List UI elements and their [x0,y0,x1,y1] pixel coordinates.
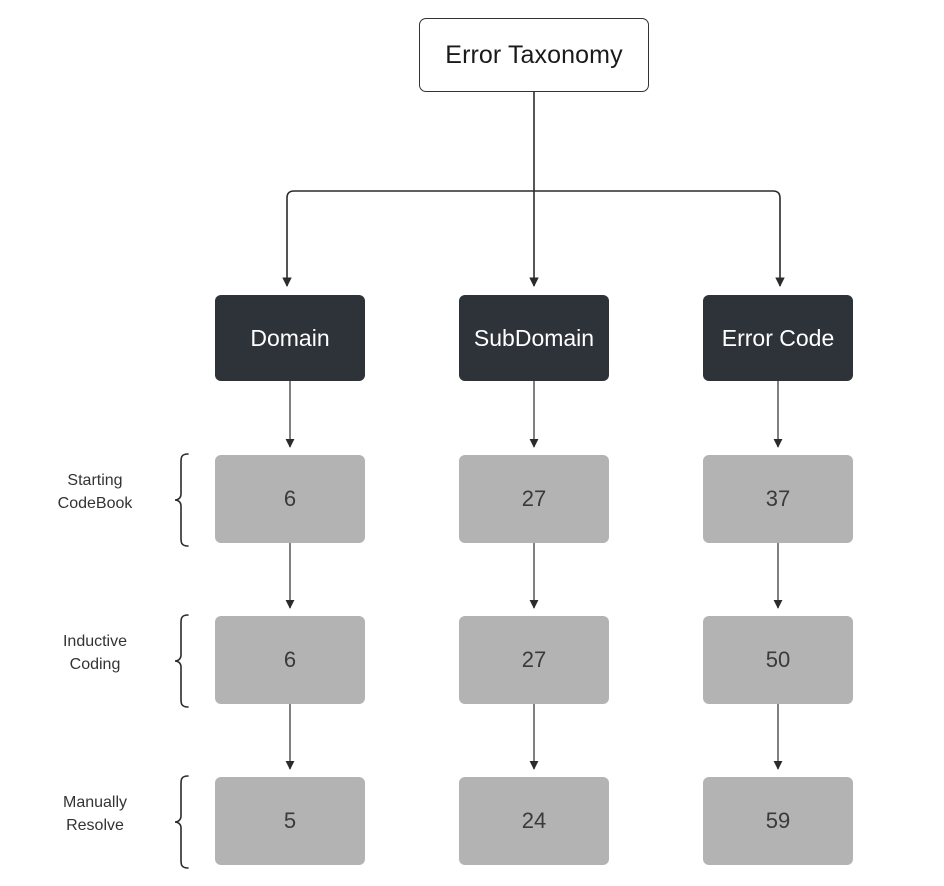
count-value: 6 [283,647,297,672]
row-label-manually-resolve-line2: Resolve [66,816,124,834]
edge-root-to-errorcode [534,190,785,287]
count-box-domain-starting-codebook[interactable]: 6 [215,455,365,543]
root-node-error-taxonomy[interactable]: Error Taxonomy [419,18,649,92]
row-label-inductive-coding: Inductive Coding [20,631,170,676]
column-header-subdomain-label: SubDomain [473,324,595,351]
count-value: 37 [765,486,791,511]
count-box-subdomain-starting-codebook[interactable]: 27 [459,455,609,543]
row-label-inductive-coding-line2: Coding [69,655,121,673]
count-box-domain-inductive-coding[interactable]: 6 [215,616,365,704]
column-header-errorcode[interactable]: Error Code [703,295,853,381]
count-value: 27 [521,647,547,672]
count-value: 59 [765,808,791,833]
brace-starting-codebook [174,453,189,547]
count-box-errorcode-inductive-coding[interactable]: 50 [703,616,853,704]
column-header-errorcode-label: Error Code [721,324,835,351]
row-label-starting-codebook-line1: Starting [67,472,123,489]
count-value: 24 [521,808,547,833]
count-value: 27 [521,486,547,511]
count-box-subdomain-inductive-coding[interactable]: 27 [459,616,609,704]
count-box-errorcode-manually-resolve[interactable]: 59 [703,777,853,865]
count-value: 5 [283,808,297,833]
column-header-subdomain[interactable]: SubDomain [459,295,609,381]
brace-inductive-coding [174,614,189,708]
count-box-domain-manually-resolve[interactable]: 5 [215,777,365,865]
row-label-inductive-coding-line1: Inductive [62,633,128,650]
row-label-manually-resolve-line1: Manually [62,794,128,811]
brace-manually-resolve [174,775,189,869]
root-node-label: Error Taxonomy [445,40,623,69]
count-box-subdomain-manually-resolve[interactable]: 24 [459,777,609,865]
row-label-starting-codebook-line2: CodeBook [57,494,133,512]
count-box-errorcode-starting-codebook[interactable]: 37 [703,455,853,543]
row-label-starting-codebook: Starting CodeBook [20,470,170,515]
edge-root-to-domain [282,190,534,287]
column-header-domain-label: Domain [250,324,330,351]
count-value: 6 [283,486,297,511]
column-header-domain[interactable]: Domain [215,295,365,381]
row-label-manually-resolve: Manually Resolve [20,792,170,837]
count-value: 50 [765,647,791,672]
